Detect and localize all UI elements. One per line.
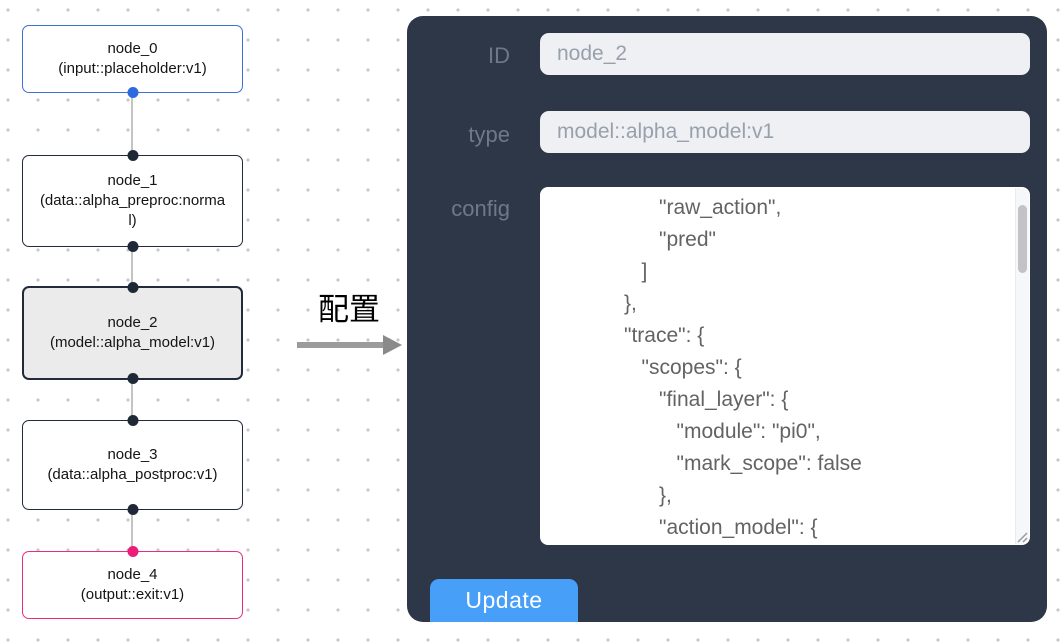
- type-label: type: [468, 122, 510, 147]
- flow-node-node_3[interactable]: node_3 (data::alpha_postproc:v1): [22, 415, 243, 515]
- config-json-content[interactable]: "raw_action", "pred" ] }, "trace": { "sc…: [624, 196, 862, 539]
- node-type-label: (data::alpha_preproc:normal): [39, 192, 226, 229]
- resize-grip-icon[interactable]: [1014, 529, 1028, 543]
- node-input-handle[interactable]: [127, 415, 138, 426]
- config-panel: ID type config "raw_action", "pred" ] },…: [407, 16, 1047, 622]
- node-title: node_4: [107, 566, 158, 583]
- node-output-handle[interactable]: [127, 373, 138, 384]
- flow-node-node_1[interactable]: node_1 (data::alpha_preproc:normal): [22, 150, 243, 252]
- edge-connector: [131, 247, 133, 286]
- node-title: node_3: [107, 446, 158, 463]
- flow-canvas: node_0 (input::placeholder:v1) node_1 (d…: [0, 0, 300, 643]
- id-input[interactable]: [540, 33, 1030, 75]
- config-scrollbar-thumb[interactable]: [1018, 205, 1027, 273]
- id-label: ID: [488, 43, 510, 68]
- node-output-handle[interactable]: [127, 241, 138, 252]
- node-type-label: (output::exit:v1): [80, 586, 185, 603]
- node-input-handle[interactable]: [127, 150, 138, 161]
- config-scrollbar[interactable]: [1015, 188, 1029, 544]
- update-button[interactable]: Update: [430, 579, 578, 622]
- config-transfer: 配置: [290, 292, 408, 356]
- edge-connector: [131, 93, 133, 155]
- node-type-label: (input::placeholder:v1): [58, 60, 207, 77]
- node-output-handle[interactable]: [127, 504, 138, 515]
- node-title: node_1: [107, 172, 158, 189]
- type-input[interactable]: [540, 111, 1030, 153]
- node-input-handle[interactable]: [127, 282, 138, 293]
- flow-node-node_2-selected[interactable]: node_2 (model::alpha_model:v1): [22, 282, 243, 384]
- flow-node-node_0[interactable]: node_0 (input::placeholder:v1): [22, 25, 243, 98]
- node-title: node_2: [107, 314, 158, 331]
- node-title: node_0: [107, 40, 158, 57]
- edge-connector: [131, 510, 133, 551]
- edge-connector: [131, 380, 133, 420]
- config-label: config: [451, 196, 510, 221]
- config-arrow-label: 配置: [318, 292, 380, 327]
- flow-node-node_4[interactable]: node_4 (output::exit:v1): [22, 546, 243, 619]
- node-type-label: (data::alpha_postproc:v1): [47, 466, 218, 483]
- node-output-handle[interactable]: [127, 87, 138, 98]
- node-type-label: (model::alpha_model:v1): [49, 334, 216, 351]
- config-textarea[interactable]: "raw_action", "pred" ] }, "trace": { "sc…: [540, 187, 1030, 545]
- arrow-right-icon: [297, 335, 402, 355]
- node-input-handle[interactable]: [127, 546, 138, 557]
